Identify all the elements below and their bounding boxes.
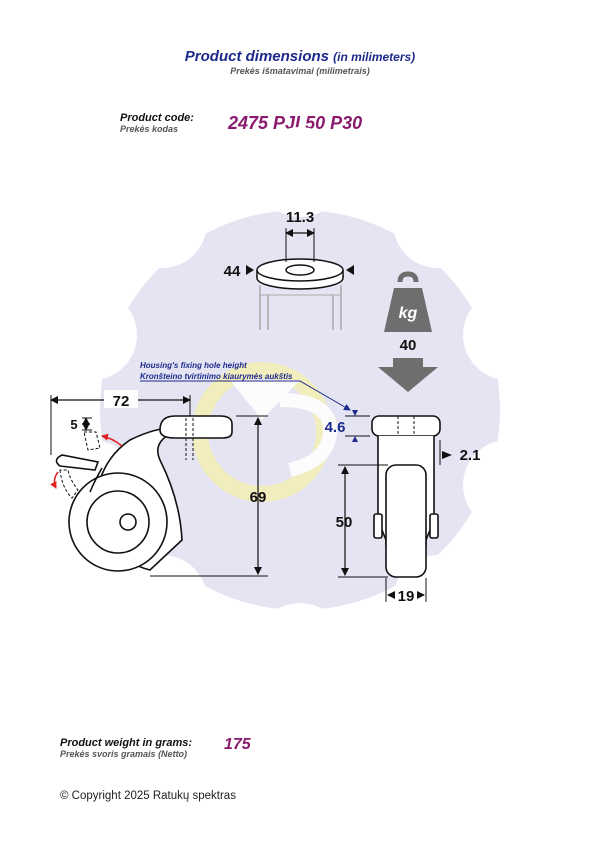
dim-wheel-width: 19 xyxy=(398,588,415,605)
product-weight-label: Product weight in grams: xyxy=(60,737,193,749)
page-title: Product dimensions (in milimeters) xyxy=(184,48,416,65)
dim-hole-diameter: 11.3 xyxy=(286,209,314,226)
product-weight-value: 175 xyxy=(224,736,251,753)
brake-dashed-outline xyxy=(59,418,194,499)
product-code-value: 2475 PJI 50 P30 xyxy=(228,113,363,133)
dim-plate-diameter: 44 xyxy=(224,263,241,280)
title-suffix: (in milimeters) xyxy=(333,50,416,64)
load-arrow-icon xyxy=(378,358,438,392)
weight-icon-text: kg xyxy=(399,305,418,322)
dim-total-height: 69 xyxy=(250,489,267,506)
plate-top-view xyxy=(246,228,354,330)
dim-brake-height: 5 xyxy=(70,417,77,432)
brake-down-arrow xyxy=(50,471,59,489)
dim-wheel-diameter: 50 xyxy=(336,514,353,531)
weight-kg-icon xyxy=(384,271,432,332)
product-code-label-lt: Prekės kodas xyxy=(120,124,179,134)
front-hole-dashed xyxy=(397,416,415,436)
dim-offset-length: 72 xyxy=(113,393,130,410)
copyright-text: © Copyright 2025 Ratukų spektras xyxy=(60,790,236,802)
product-code-label: Product code: xyxy=(120,112,194,124)
product-weight-label-lt: Prekės svoris gramais (Netto) xyxy=(60,749,188,759)
brake-up-arrow xyxy=(101,433,123,447)
front-view-caster xyxy=(371,415,441,578)
page-subtitle: Prekės išmatavimai (milimetrais) xyxy=(230,66,370,76)
dim-load: 40 xyxy=(400,337,417,354)
dim-side-gap: 2.1 xyxy=(460,447,481,464)
side-view-caster xyxy=(55,415,233,572)
hole-height-label-lt: Kronšteino tvirtinimo kiaurymės aukštis xyxy=(140,372,293,381)
hole-height-label: Housing's fixing hole height xyxy=(140,361,247,370)
hole-height-leader xyxy=(140,380,351,411)
dim-hole-height: 4.6 xyxy=(325,419,346,436)
